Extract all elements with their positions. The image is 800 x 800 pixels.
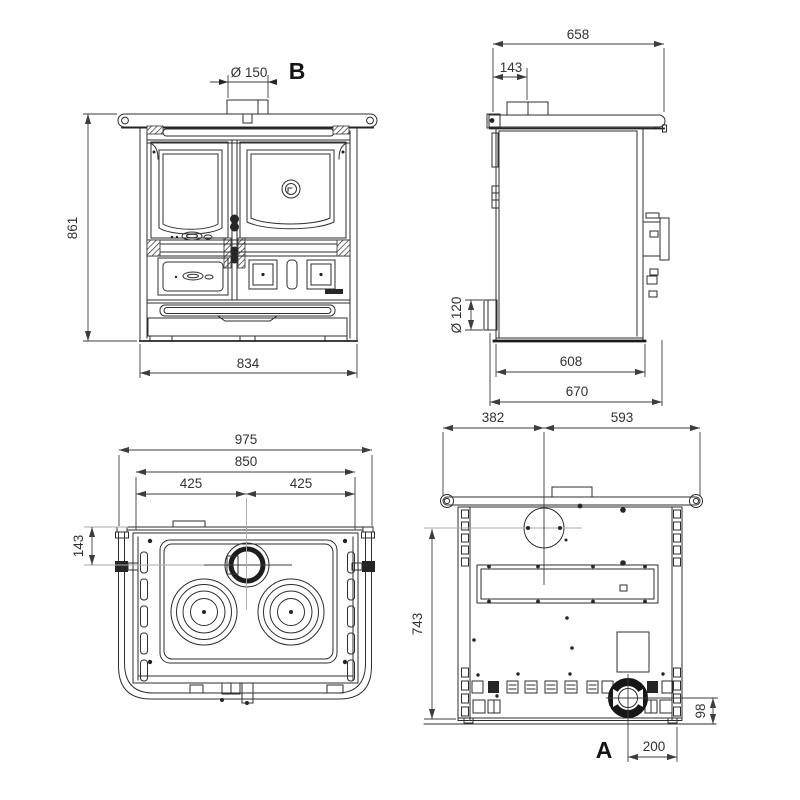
front-lower-section (157, 257, 343, 296)
dim-front-flue-diameter: Ø 150 (210, 65, 277, 98)
side-body (491, 127, 647, 343)
svg-text:850: 850 (235, 454, 258, 469)
side-view: 658 143 Ø 120 608 670 (449, 27, 670, 406)
back-flue-hole (424, 507, 582, 549)
top-handrail (115, 526, 375, 700)
dim-top-flue-from-back: 143 (71, 526, 204, 566)
svg-text:608: 608 (560, 354, 583, 369)
back-flue-stub (551, 486, 593, 498)
front-towel-bar (162, 128, 335, 137)
thermometer-icon (281, 179, 301, 199)
back-air-intake (606, 674, 718, 762)
front-flue-collar (226, 99, 269, 124)
dim-side-flue-offset: 143 (493, 60, 528, 100)
front-left-door (150, 141, 229, 241)
side-door-hardware (642, 212, 670, 298)
svg-text:200: 200 (643, 739, 666, 754)
side-rear-port (483, 299, 498, 331)
dim-front-height: 861 (65, 113, 137, 342)
svg-text:143: 143 (500, 60, 523, 75)
dim-top-halves: 425 425 (136, 476, 355, 610)
lower-slot (286, 259, 298, 290)
front-body-frame (139, 125, 358, 342)
top-slot-rails (140, 551, 355, 682)
dim-side-overall-depth: 670 (489, 333, 663, 406)
front-view-label: B (289, 58, 306, 84)
svg-text:Ø 120: Ø 120 (449, 297, 464, 334)
dim-side-port-diameter: Ø 120 (449, 297, 483, 334)
svg-text:834: 834 (237, 356, 260, 371)
svg-text:670: 670 (566, 384, 589, 399)
side-cooktop-slab (486, 113, 667, 133)
back-handrail (440, 486, 703, 508)
back-junction-panel (616, 631, 650, 673)
dim-back-outlet-offset: 200 (628, 727, 678, 762)
back-view-label: A (596, 737, 613, 763)
svg-text:425: 425 (290, 476, 313, 491)
svg-text:593: 593 (611, 410, 634, 425)
back-recessed-panel (476, 564, 659, 604)
back-vent-row (471, 672, 674, 714)
back-view: 382 593 743 98 200 A (410, 410, 718, 763)
back-body (457, 506, 683, 724)
front-center-hinges (223, 139, 246, 301)
svg-text:743: 743 (410, 613, 425, 636)
front-mid-band (146, 239, 351, 257)
lower-panel-right (306, 259, 336, 290)
ash-drawer-front (157, 257, 229, 296)
front-right-door (239, 141, 347, 239)
lower-panel-left (248, 259, 278, 290)
svg-text:143: 143 (71, 535, 86, 558)
top-front-latches (189, 682, 344, 705)
side-flue-stub (506, 101, 549, 116)
dim-top-overall-width: 975 (118, 432, 373, 526)
top-burner-left (170, 578, 238, 646)
dim-side-body-depth: 608 (495, 344, 646, 377)
top-flue-stub (172, 520, 206, 528)
back-slot-columns (461, 509, 681, 717)
dim-back-spans: 382 593 (442, 410, 701, 585)
front-view: Ø 150 B 861 834 (65, 58, 378, 378)
top-cook-plate (147, 538, 348, 665)
svg-text:425: 425 (180, 476, 203, 491)
svg-text:975: 975 (235, 432, 258, 447)
svg-text:Ø 150: Ø 150 (231, 65, 268, 80)
svg-text:658: 658 (567, 27, 590, 42)
top-flue-ring (204, 542, 292, 588)
top-burner-right (257, 578, 325, 646)
left-door-handle (170, 231, 213, 241)
svg-text:98: 98 (693, 703, 708, 718)
svg-text:382: 382 (482, 410, 505, 425)
top-view: 975 850 425 425 143 (71, 432, 375, 705)
dim-front-width: 834 (139, 344, 358, 378)
front-cooktop-slab (117, 113, 378, 129)
front-base (139, 299, 358, 342)
svg-text:861: 861 (65, 217, 80, 240)
top-body (127, 520, 364, 684)
dim-back-outlet-height: 98 (693, 698, 717, 724)
dim-back-height: 743 (410, 529, 456, 720)
dim-top-cooktop-width: 850 (135, 454, 356, 530)
